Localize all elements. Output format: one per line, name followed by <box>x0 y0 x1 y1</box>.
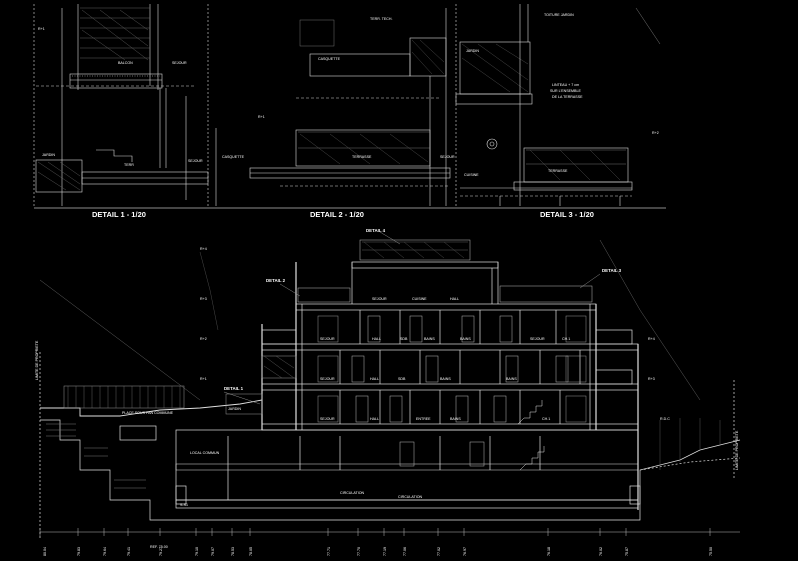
room-label: SDB <box>398 377 406 381</box>
detail-titles: DETAIL 1 - 1/20 DETAIL 2 - 1/20 DETAIL 3… <box>92 210 594 219</box>
ruler-label: 79.83 <box>77 547 81 556</box>
level-label: S-S1 <box>180 503 188 507</box>
ruler-label: 79.64 <box>103 547 107 556</box>
callout-detail-1: DETAIL 1 <box>224 386 244 391</box>
ruler-label: 76.97 <box>463 547 467 556</box>
ruler-label: 77.19 <box>383 547 387 556</box>
property-limit-left: LIMITE DE PROPRIETE <box>35 340 39 380</box>
ruler-label: 75.87 <box>625 547 629 556</box>
room-label: HALL <box>450 297 459 301</box>
detail-3-title: DETAIL 3 - 1/20 <box>540 210 594 219</box>
room-label: BAINS <box>506 377 517 381</box>
room-label: JARDIN <box>466 49 479 53</box>
room-label: TERR. TECH. <box>370 17 393 21</box>
room-label: R+2 <box>652 131 659 135</box>
room-label: BALCON <box>118 61 133 65</box>
room-label: SEJOUR <box>172 61 187 65</box>
section-callouts: DETAIL 4 DETAIL 2 DETAIL 3 DETAIL 1 <box>224 228 622 391</box>
ruler-label: 77.70 <box>357 547 361 556</box>
room-label: HALL <box>370 417 379 421</box>
room-label: SEJOUR <box>320 377 335 381</box>
section-level-labels: R+4 R+3 R+2 R+1 R+4 R+3 R.D.C S-S1 <box>180 247 670 507</box>
room-label: SEJOUR <box>188 159 203 163</box>
ruler-label: 77.71 <box>327 547 331 556</box>
section-room-labels: SEJOUR CUISINE HALL SEJOUR HALL SDB BAIN… <box>122 297 570 499</box>
room-label: BAINS <box>424 337 435 341</box>
room-label: LINTEAU + 7 cm <box>552 83 579 87</box>
ruler-label: 76.02 <box>599 547 603 556</box>
room-label: SEJOUR <box>530 337 545 341</box>
level-label: R+3 <box>648 377 655 381</box>
room-label: SEJOUR <box>440 155 455 159</box>
ruler-labels: 80.04 79.83 79.64 79.41 79.27 79.10 79.0… <box>43 545 713 556</box>
room-label: CIRCULATION <box>340 491 364 495</box>
room-label: R+1 <box>258 115 265 119</box>
room-label: PLACE SOUS PAN COMMUNE <box>122 411 174 415</box>
room-label: CIRCULATION <box>398 495 422 499</box>
ruler-label: 79.10 <box>195 547 199 556</box>
room-label: SDB <box>400 337 408 341</box>
level-label: R+2 <box>200 337 207 341</box>
ref-label: REF. 75.00 <box>150 545 168 549</box>
room-label: TERRASSE <box>352 155 372 159</box>
ruler-label: 80.04 <box>43 547 47 556</box>
room-label: TERRASSE <box>548 169 568 173</box>
ruler-label: 78.53 <box>231 547 235 556</box>
building-section-drawing <box>39 231 741 540</box>
room-label: SUR L'ENSEMBLE <box>550 89 581 93</box>
room-label: DE LA TERRASSE <box>552 95 583 99</box>
room-label: BAINS <box>450 417 461 421</box>
property-limit-right: LIMITE DE PROPRIETE <box>735 430 739 470</box>
room-label: TOITURE JARDIN <box>544 13 574 17</box>
ruler-label: 79.07 <box>211 547 215 556</box>
detail-1-title: DETAIL 1 - 1/20 <box>92 210 146 219</box>
room-label: BAINS <box>440 377 451 381</box>
ruler-label: 78.05 <box>249 547 253 556</box>
room-label: HALL <box>370 377 379 381</box>
room-label: SEJOUR <box>372 297 387 301</box>
callout-detail-2: DETAIL 2 <box>266 278 286 283</box>
ruler-label: 77.06 <box>403 547 407 556</box>
callout-detail-3: DETAIL 3 <box>602 268 622 273</box>
ruler-label: 79.27 <box>159 547 163 556</box>
room-label: CH.1 <box>542 417 550 421</box>
room-label: SEJOUR <box>320 337 335 341</box>
elevation-ruler <box>39 528 740 536</box>
room-label: CASQUETTE <box>318 57 341 61</box>
room-label: R+1 <box>38 27 45 31</box>
room-label: SEJOUR <box>320 417 335 421</box>
room-label: CUISINE <box>464 173 479 177</box>
level-label: R+3 <box>200 297 207 301</box>
room-label: TERR <box>124 163 134 167</box>
room-label: JARDIN <box>42 153 55 157</box>
level-label: R+4 <box>200 247 207 251</box>
ruler-label: 77.02 <box>437 547 441 556</box>
level-label: R.D.C <box>660 417 670 421</box>
room-label: CH.1 <box>562 337 570 341</box>
callout-detail-4: DETAIL 4 <box>366 228 386 233</box>
level-label: R+4 <box>648 337 655 341</box>
level-label: R+1 <box>200 377 207 381</box>
ruler-label: 75.50 <box>709 547 713 556</box>
ruler-label: 79.41 <box>127 547 131 556</box>
room-label: BAINS <box>460 337 471 341</box>
room-label: HALL <box>372 337 381 341</box>
detail-1-drawing <box>33 4 209 206</box>
ruler-label: 76.18 <box>547 547 551 556</box>
room-label: CASQUETTE <box>222 155 245 159</box>
room-label: JARDIN <box>228 407 241 411</box>
room-label: CUISINE <box>412 297 427 301</box>
detail-room-labels: R+1 BALCON SEJOUR JARDIN TERR SEJOUR TER… <box>38 13 659 177</box>
detail-2-title: DETAIL 2 - 1/20 <box>310 210 364 219</box>
detail-3-drawing <box>455 4 661 206</box>
room-label: ENTREE <box>416 417 431 421</box>
room-label: LOCAL COMMUN <box>190 451 220 455</box>
detail-2-drawing <box>215 4 457 206</box>
